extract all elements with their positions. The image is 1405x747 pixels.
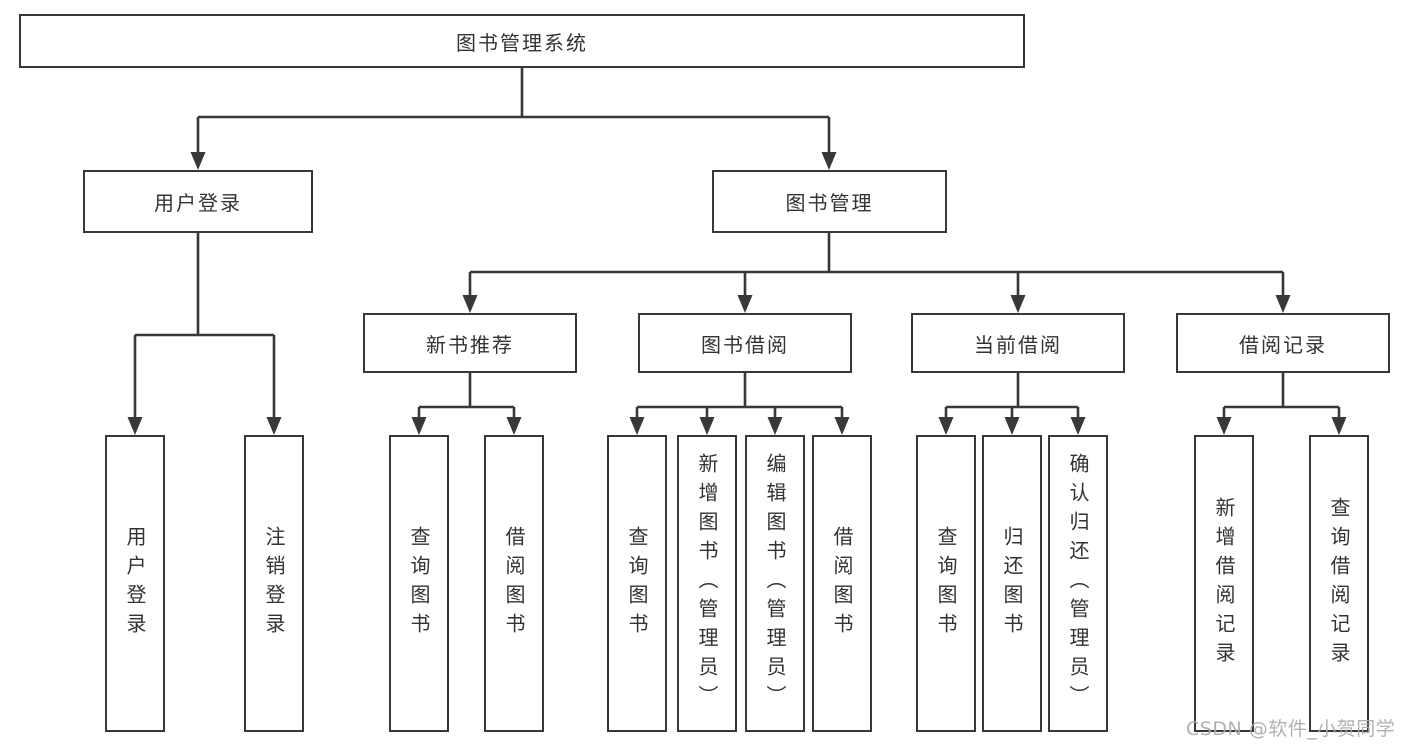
node-root: 图书管理系统: [19, 14, 1025, 68]
node-borrow-records: 借阅记录: [1176, 313, 1390, 373]
arrowhead-icon: [821, 152, 837, 170]
arrowhead-icon: [266, 417, 282, 435]
node-new-book-recommend: 新书推荐: [363, 313, 577, 373]
arrowhead-icon: [767, 417, 783, 435]
node-leaf-borrow-edit-books: 编辑图书（管理员）: [745, 435, 805, 732]
arrowhead-icon: [1331, 417, 1347, 435]
csdn-watermark: CSDN @软件_小贺同学: [1186, 718, 1396, 740]
arrowhead-icon: [190, 152, 206, 170]
arrowhead-icon: [411, 417, 427, 435]
node-leaf-rec-query-books: 查询图书: [389, 435, 449, 732]
node-leaf-borrow-add-books: 新增图书（管理员）: [677, 435, 737, 732]
connector-path: [133, 66, 1341, 421]
arrowhead-icon: [127, 417, 143, 435]
arrowhead-icon: [737, 295, 753, 313]
node-leaf-logout: 注销登录: [244, 435, 304, 732]
arrowhead-icon: [462, 295, 478, 313]
node-leaf-borrow-query-books: 查询图书: [607, 435, 667, 732]
node-book-management: 图书管理: [712, 170, 947, 233]
arrowhead-icon: [1004, 417, 1020, 435]
node-leaf-records-query: 查询借阅记录: [1309, 435, 1369, 732]
node-leaf-rec-borrow-books: 借阅图书: [484, 435, 544, 732]
arrowhead-icon: [506, 417, 522, 435]
arrowhead-icon: [1010, 295, 1026, 313]
arrowhead-icon: [1216, 417, 1232, 435]
node-leaf-records-add: 新增借阅记录: [1194, 435, 1254, 732]
arrowhead-icon: [938, 417, 954, 435]
arrowhead-icon: [1275, 295, 1291, 313]
arrowhead-icon: [629, 417, 645, 435]
arrowhead-icon: [699, 417, 715, 435]
arrowhead-icon: [834, 417, 850, 435]
node-leaf-current-return-books: 归还图书: [982, 435, 1042, 732]
node-user-login: 用户登录: [83, 170, 313, 233]
node-current-borrow: 当前借阅: [911, 313, 1125, 373]
node-leaf-current-confirm-return: 确认归还（管理员）: [1048, 435, 1108, 732]
node-leaf-user-login: 用户登录: [105, 435, 165, 732]
arrowhead-icon: [1070, 417, 1086, 435]
node-leaf-borrow-borrow-books: 借阅图书: [812, 435, 872, 732]
node-leaf-current-query-books: 查询图书: [916, 435, 976, 732]
node-book-borrow: 图书借阅: [638, 313, 852, 373]
